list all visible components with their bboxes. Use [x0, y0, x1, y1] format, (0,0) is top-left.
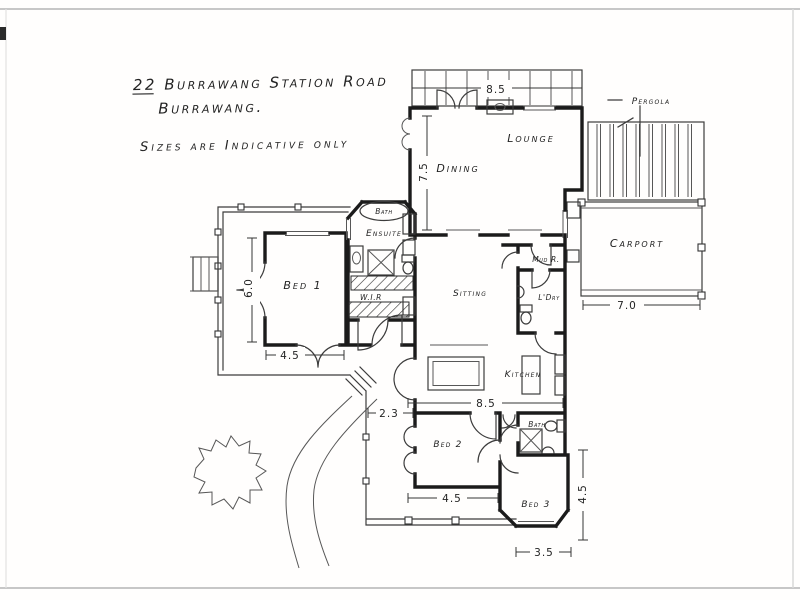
label-laundry: L'Dry	[538, 293, 560, 302]
label-carport: Carport	[610, 237, 664, 250]
label-wir: W.I.R	[360, 293, 382, 302]
hall-cupboards	[402, 213, 416, 316]
deck: 8.5	[411, 69, 583, 107]
title-address-line2: Burrawang.	[158, 98, 264, 118]
laundry-basin	[517, 285, 525, 299]
label-pergola: Pergola	[632, 97, 671, 107]
title-address-line1: 22 Burrawang Station Road	[133, 72, 389, 94]
label-bed3: Bed 3	[521, 500, 550, 510]
dim-hall-width: 2.3	[379, 408, 399, 420]
note-sizes: Sizes are Indicative only	[140, 136, 350, 155]
dimensions: 7.5 6.0 4.5 8.5 2.3 4.5 3.5 4.5	[243, 115, 591, 559]
dim-kitchen-width: 8.5	[476, 398, 496, 410]
garden-path	[285, 395, 353, 569]
room-labels: Lounge Dining Ensuite Bath W.I.R Bed 1 S…	[283, 132, 560, 510]
label-kitchen: Kitchen	[505, 370, 542, 380]
label-bed2: Bed 2	[433, 440, 462, 450]
kitchen-cabinets	[430, 344, 566, 396]
walls	[263, 106, 584, 529]
laundry-toilet	[519, 304, 533, 325]
wardrobe-robe	[350, 275, 414, 291]
label-bath: Bath	[528, 420, 545, 429]
windows	[285, 105, 568, 522]
bath-toilet	[544, 419, 566, 433]
fixtures	[348, 99, 566, 454]
tree	[193, 435, 267, 510]
dim-carport-width: 7.0	[617, 300, 637, 312]
dim-deck-width: 8.5	[486, 84, 506, 96]
scan-edge-mark	[0, 27, 6, 40]
verandah	[190, 203, 517, 526]
kitchen-bench	[521, 355, 541, 395]
dim-bed3-width: 3.5	[534, 547, 554, 559]
ensuite-vanity	[349, 245, 364, 273]
label-bath-ensuite: Bath	[375, 207, 392, 216]
bath-basin	[541, 446, 555, 454]
dim-bed3-depth: 4.5	[577, 484, 589, 504]
dim-bed2-width: 4.5	[442, 493, 462, 505]
kitchen-island	[427, 356, 485, 391]
dim-dining-depth: 7.5	[418, 162, 430, 182]
fireplace	[486, 99, 514, 115]
ensuite-toilet	[401, 254, 415, 275]
pergola: Pergola	[587, 97, 705, 201]
label-sitting: Sitting	[453, 289, 487, 299]
bath-shower	[519, 428, 543, 453]
dim-bed1-width: 4.5	[280, 350, 300, 362]
title-block: 22 Burrawang Station Road Burrawang. Siz…	[132, 72, 389, 155]
wardrobe-robe	[348, 301, 410, 318]
carport: Carport 7.0	[566, 198, 706, 312]
label-bed1: Bed 1	[283, 279, 322, 292]
bathtub	[359, 200, 409, 222]
dim-bed1-depth: 6.0	[243, 278, 255, 298]
landscape	[193, 395, 378, 569]
label-lounge: Lounge	[507, 132, 555, 145]
entry-steps	[190, 256, 219, 292]
label-ensuite: Ensuite	[366, 229, 402, 239]
label-dining: Dining	[436, 162, 479, 175]
scan-artifacts	[0, 8, 800, 589]
ensuite-shower	[367, 249, 395, 276]
label-mudroom: Mud R.	[532, 255, 560, 264]
